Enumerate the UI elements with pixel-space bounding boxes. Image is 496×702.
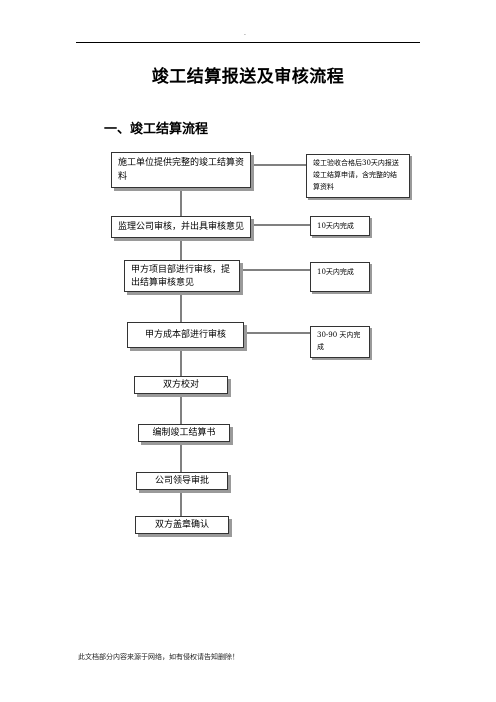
header-rule <box>76 42 420 43</box>
note-4: 30-90 天内完成 <box>310 326 370 358</box>
step-1-box: 施工单位提供完整的竣工结算资料 <box>111 152 251 188</box>
footer-disclaimer: 此文档部分内容来源于网络，如有侵权请告知删除！ <box>78 653 239 661</box>
step-5-box: 双方校对 <box>134 376 228 394</box>
section-heading: 一、竣工结算流程 <box>104 122 209 137</box>
note-1: 竣工验收合格后30天内报送竣工结算申请，含完整的结算资料 <box>306 154 410 198</box>
header-mark: . <box>244 30 246 37</box>
page-title: 竣工结算报送及审核流程 <box>151 67 345 87</box>
note-3: 10天内完成 <box>310 262 370 292</box>
step-4-box: 甲方成本部进行审核 <box>127 322 244 348</box>
step-6-box: 编制竣工结算书 <box>138 424 230 442</box>
step-3-box: 甲方项目部进行审核，提出结算审核意见 <box>124 260 240 292</box>
step-8-box: 双方盖章确认 <box>135 516 229 534</box>
step-2-box: 监理公司审核，并出具审核意见 <box>111 216 251 238</box>
step-7-box: 公司领导审批 <box>136 472 228 490</box>
note-2: 10天内完成 <box>310 216 370 236</box>
